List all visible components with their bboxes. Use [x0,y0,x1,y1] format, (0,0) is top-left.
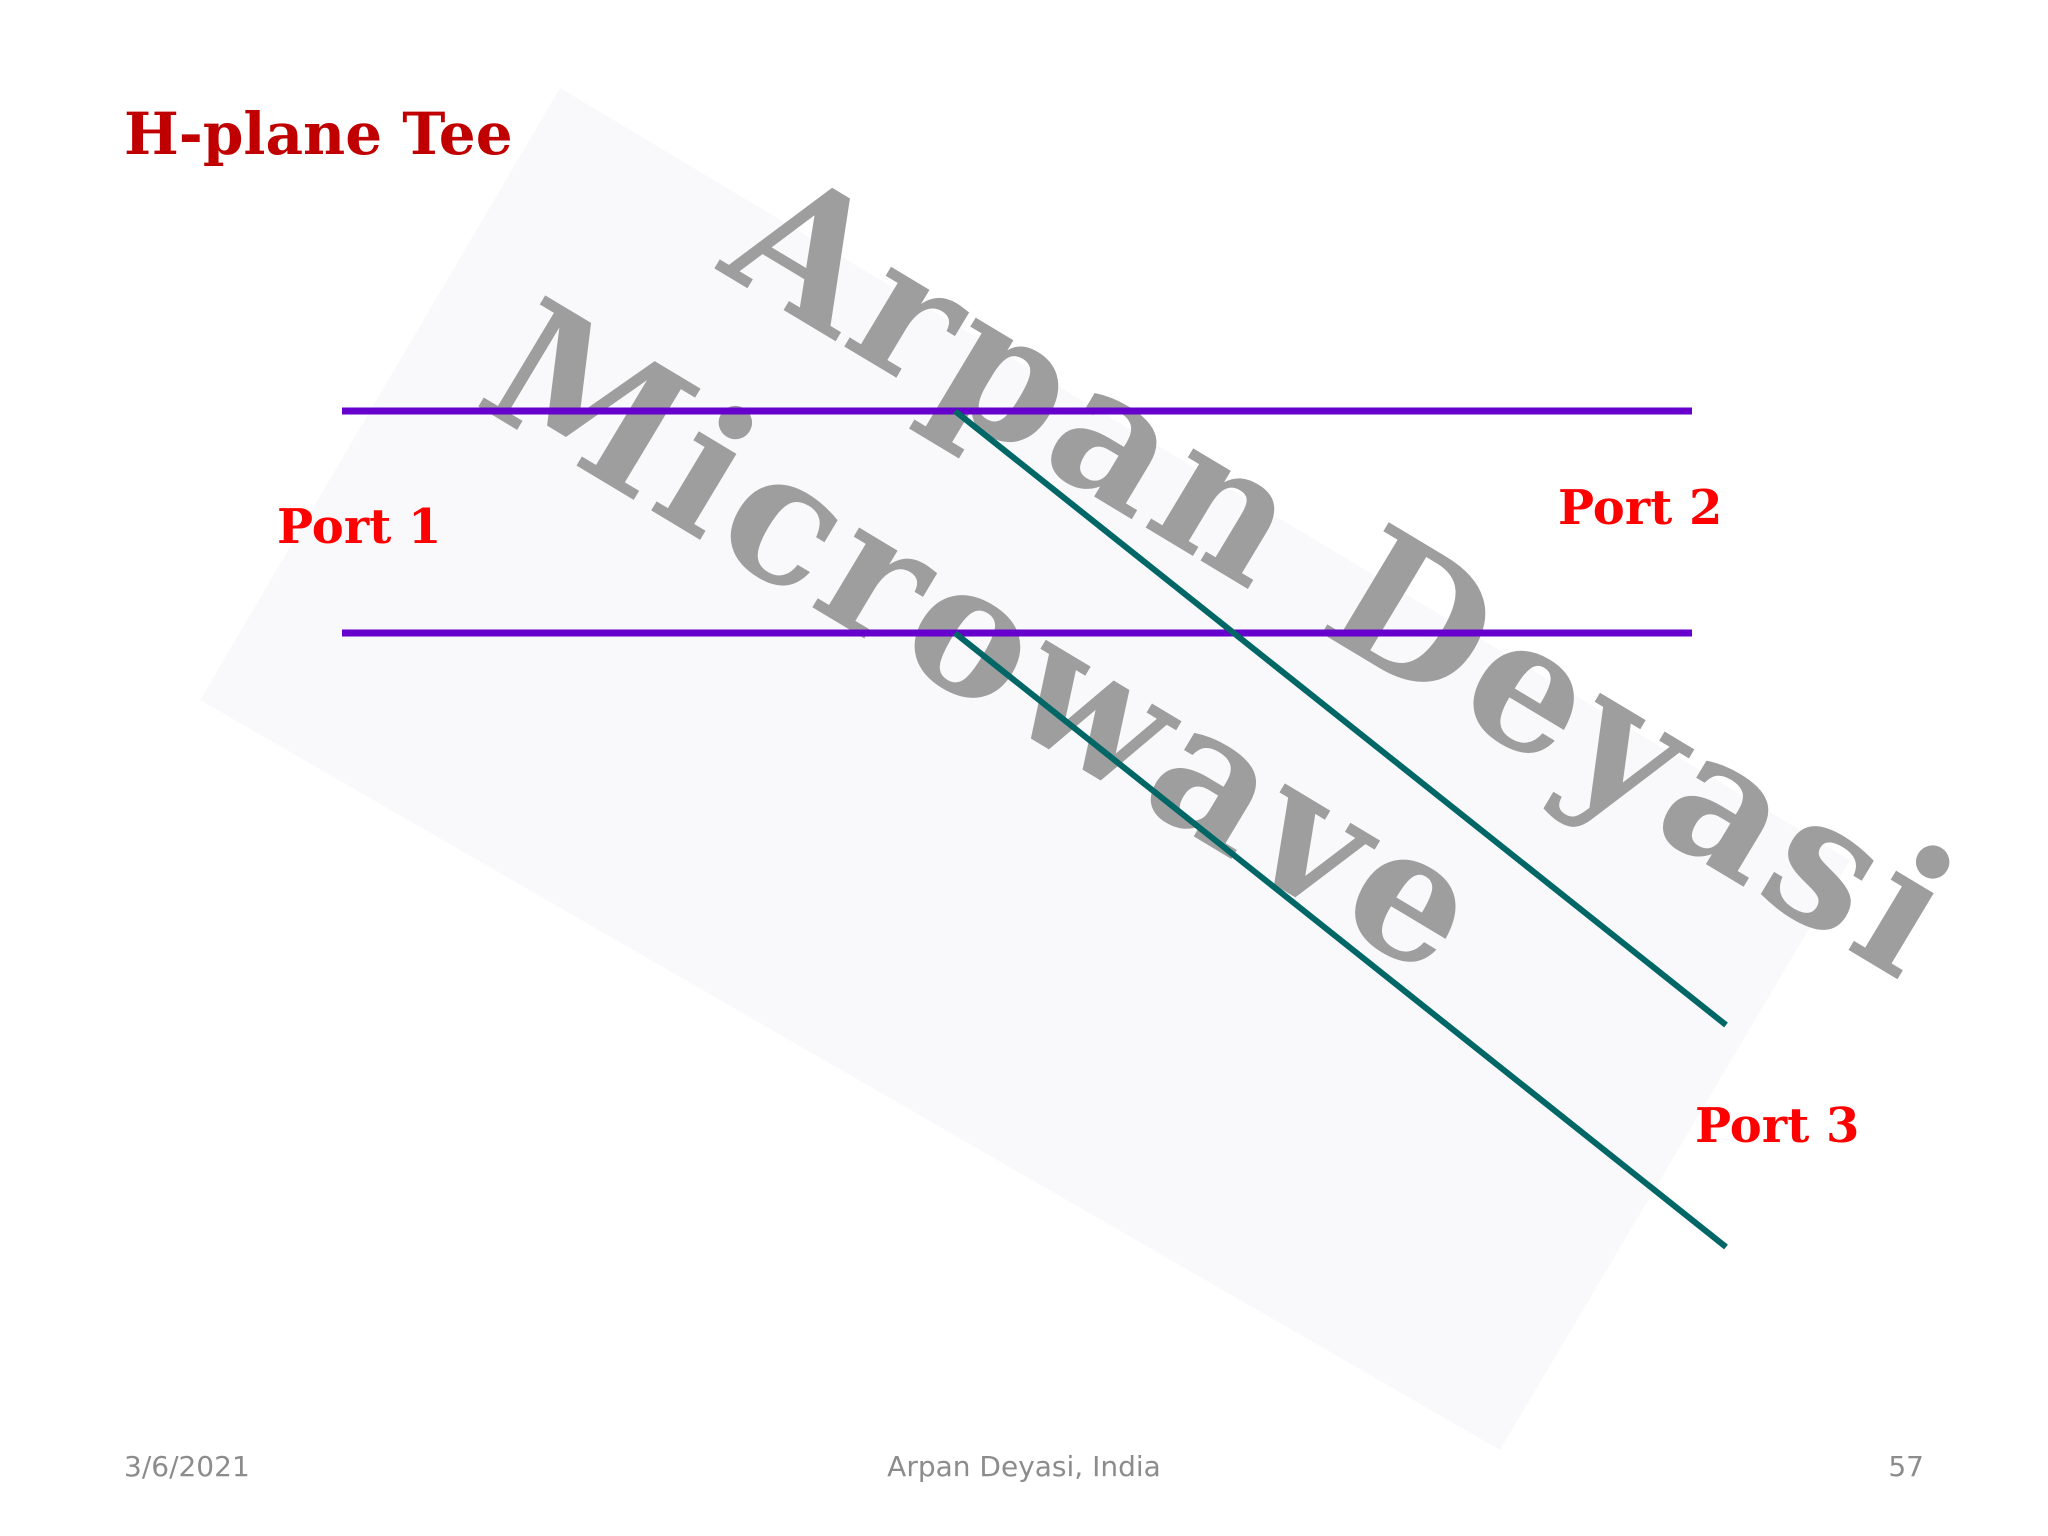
branch-guide-upper-wall [953,408,1728,1028]
footer-date: 3/6/2021 [124,1450,250,1483]
branch-guide-lower-wall [953,630,1728,1250]
footer-page-number: 57 [1888,1450,1924,1483]
footer-author: Arpan Deyasi, India [887,1450,1161,1483]
port-3-label: Port 3 [1695,1098,1859,1154]
port-1-label: Port 1 [277,499,441,555]
slide-title: H-plane Tee [124,100,513,168]
watermark-backdrop [200,88,1850,1450]
port-2-label: Port 2 [1558,480,1722,536]
